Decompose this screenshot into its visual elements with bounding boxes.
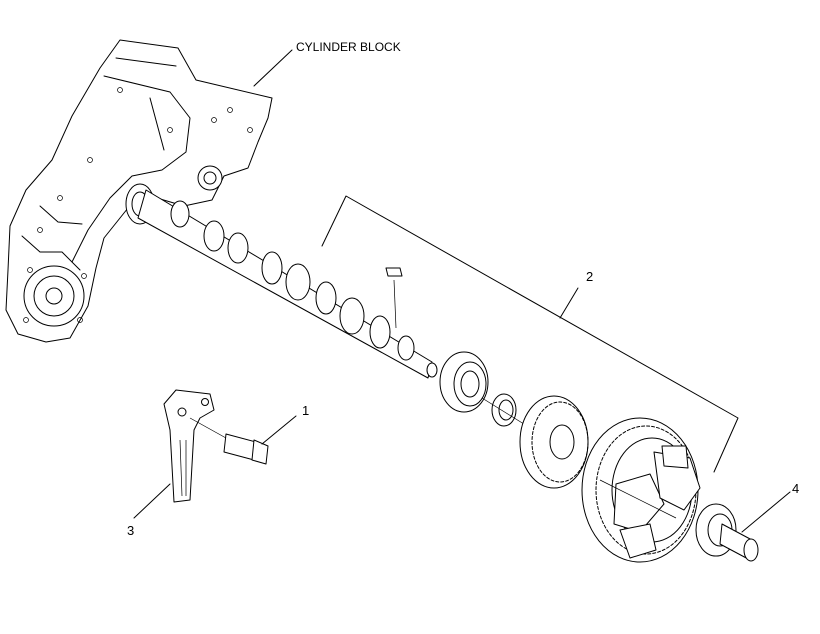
cylinder-block-label: CYLINDER BLOCK bbox=[296, 40, 401, 54]
lever-and-bolt bbox=[133, 389, 297, 519]
camshaft bbox=[125, 183, 438, 379]
callout-1-label: 1 bbox=[302, 403, 310, 418]
bearing bbox=[439, 351, 489, 413]
small-gear bbox=[519, 395, 589, 489]
callout-4-label: 4 bbox=[792, 481, 800, 496]
callout-bracket bbox=[321, 195, 739, 473]
large-gear-assembly bbox=[581, 417, 701, 563]
callout-3-label: 3 bbox=[127, 523, 135, 538]
governor-shaft bbox=[695, 491, 791, 562]
callout-2-label: 2 bbox=[586, 269, 594, 284]
